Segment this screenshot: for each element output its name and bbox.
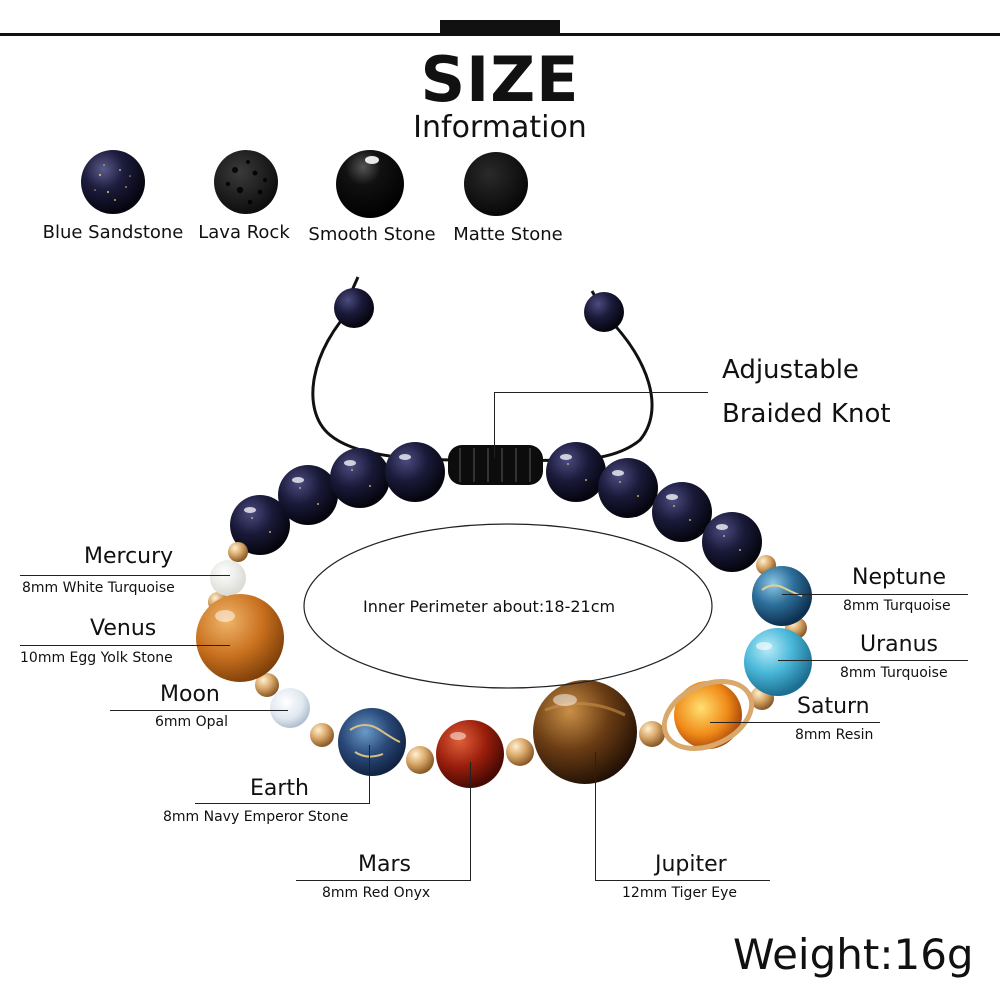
- legend-label-matte-stone: Matte Stone: [453, 224, 563, 245]
- earth-callout-leader: [369, 745, 370, 803]
- blue-sandstone-beads: [230, 442, 762, 572]
- moon-callout-line: [110, 710, 288, 711]
- neptune-callout-line: [782, 594, 968, 595]
- neptune-bead: [752, 566, 812, 626]
- smooth-stone-bead-icon: [336, 150, 404, 218]
- earth-callout-line: [195, 803, 370, 804]
- header-rule: [0, 33, 1000, 36]
- bracelet-illustration: [196, 276, 812, 788]
- venus-bead: [196, 594, 284, 682]
- legend-label-blue-sandstone: Blue Sandstone: [42, 222, 184, 243]
- moon-name: Moon: [160, 682, 220, 707]
- inner-perimeter-ellipse: [303, 523, 713, 689]
- mercury-desc: 8mm White Turquoise: [22, 580, 175, 596]
- mars-desc: 8mm Red Onyx: [322, 885, 431, 901]
- braided-knot: [448, 445, 543, 485]
- jupiter-name: Jupiter: [655, 852, 727, 877]
- knot-label-line2: Braided Knot: [722, 399, 891, 429]
- mercury-callout-line: [20, 575, 230, 576]
- cord-end-bead-right: [584, 292, 624, 332]
- jupiter-bead: [533, 680, 637, 784]
- weight-label: Weight:16g: [733, 930, 974, 979]
- legend-beads: [81, 150, 528, 218]
- cord-end-bead-left: [334, 288, 374, 328]
- mercury-name: Mercury: [84, 544, 174, 569]
- legend-label-lava-rock: Lava Rock: [198, 222, 290, 243]
- mars-callout-line: [296, 880, 471, 881]
- mars-name: Mars: [358, 852, 411, 877]
- page-title: SIZE: [420, 43, 580, 116]
- earth-name: Earth: [250, 776, 309, 801]
- mercury-bead: [210, 560, 246, 596]
- inner-perimeter-label: Inner Perimeter about:18-21cm: [363, 597, 616, 616]
- jupiter-callout-line: [595, 880, 770, 881]
- mars-callout-leader: [470, 762, 471, 880]
- knot-label-line1: Adjustable: [722, 355, 859, 385]
- saturn-bead: [661, 679, 755, 751]
- moon-bead: [270, 688, 310, 728]
- mars-bead: [436, 720, 504, 788]
- venus-desc: 10mm Egg Yolk Stone: [20, 650, 173, 666]
- saturn-callout-line: [710, 722, 880, 723]
- knot-callout-leader: [494, 392, 495, 458]
- jupiter-desc: 12mm Tiger Eye: [622, 885, 738, 901]
- saturn-name: Saturn: [797, 694, 870, 719]
- jupiter-callout-leader: [595, 752, 596, 880]
- uranus-callout-line: [778, 660, 968, 661]
- uranus-desc: 8mm Turquoise: [840, 665, 948, 681]
- earth-bead: [338, 708, 406, 776]
- venus-callout-line: [20, 645, 230, 646]
- blue-sandstone-bead-icon: [81, 150, 145, 214]
- earth-desc: 8mm Navy Emperor Stone: [163, 809, 349, 825]
- neptune-desc: 8mm Turquoise: [843, 598, 951, 614]
- page-subtitle: Information: [413, 110, 587, 145]
- lava-rock-bead-icon: [214, 150, 278, 214]
- knot-callout-line: [494, 392, 708, 393]
- matte-stone-bead-icon: [464, 152, 528, 216]
- header-accent-bar: [440, 20, 560, 34]
- uranus-name: Uranus: [860, 632, 938, 657]
- saturn-desc: 8mm Resin: [795, 727, 874, 743]
- legend-label-smooth-stone: Smooth Stone: [308, 224, 436, 245]
- venus-name: Venus: [90, 616, 157, 641]
- neptune-name: Neptune: [852, 565, 947, 590]
- moon-desc: 6mm Opal: [155, 714, 229, 730]
- uranus-bead: [744, 628, 812, 696]
